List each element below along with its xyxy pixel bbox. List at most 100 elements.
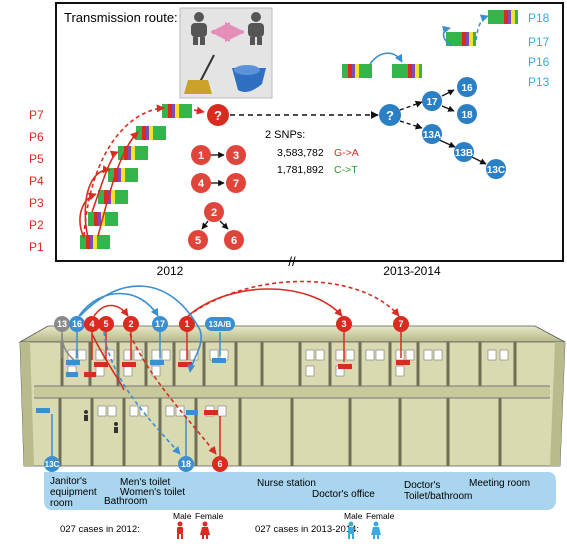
marker-13c: 13C: [44, 456, 60, 472]
svg-text:7: 7: [398, 319, 403, 329]
nodes-2012: 1 3 4 7 2 5 6: [188, 145, 246, 250]
room-label-strip: Janitor's equipment room Bathroom Men's …: [44, 472, 556, 510]
svg-text:18: 18: [181, 459, 191, 469]
mop-icon: [184, 54, 215, 94]
legend-male-2013: Male: [344, 511, 363, 521]
legend-female-2012: Female: [195, 511, 224, 521]
unknown-node-2012: ?: [207, 104, 229, 126]
floor-plan: 13 16 4 5 2 17 1 13A/B 3 7 13C 18 6: [18, 280, 566, 472]
svg-text:7: 7: [233, 178, 239, 190]
male-icon: [348, 521, 354, 539]
unknown-node-2013: ?: [379, 104, 401, 126]
svg-text:5: 5: [103, 319, 108, 329]
svg-text:6: 6: [217, 459, 222, 469]
period-label-2012: 2012: [157, 264, 184, 278]
marker-13: 13: [54, 316, 70, 332]
person-icon: [248, 12, 264, 45]
room-doctors-toilet-line2: Toilet/bathroom: [404, 491, 472, 502]
marker-6: 6: [212, 456, 228, 472]
svg-text:16: 16: [461, 83, 473, 94]
room-doctors-toilet-line1: Doctor's: [404, 480, 440, 491]
marker-18: 18: [178, 456, 194, 472]
patient-label-p6: P6: [29, 130, 44, 144]
legend-male-2012: Male: [173, 511, 192, 521]
person-icon: [191, 12, 207, 45]
period-label-2013: 2013-2014: [383, 264, 441, 278]
patient-label-p17: P17: [528, 35, 550, 49]
patient-label-p13: P13: [528, 75, 550, 89]
room-doctors-office: Doctor's office: [312, 489, 375, 500]
svg-text:13C: 13C: [487, 165, 505, 176]
patient-label-p3: P3: [29, 196, 44, 210]
room-bathroom: Bathroom: [104, 496, 147, 507]
patient-label-p18: P18: [528, 11, 550, 25]
room-walls-bottom: [58, 398, 502, 466]
snp-position-2: 1,781,892: [277, 164, 324, 176]
svg-text:5: 5: [195, 235, 201, 247]
svg-text:1: 1: [184, 319, 189, 329]
patient-label-p2: P2: [29, 218, 44, 232]
svg-text:3: 3: [233, 150, 239, 162]
snp-change-1: G->A: [334, 147, 359, 159]
marker-16: 16: [69, 316, 85, 332]
svg-text:17: 17: [426, 97, 438, 108]
room-meeting-room: Meeting room: [469, 478, 530, 489]
legend-female-2013: Female: [366, 511, 395, 521]
room-mens-toilet: Men's toilet: [120, 477, 170, 488]
svg-text:3: 3: [341, 319, 346, 329]
snp-heading: 2 SNPs:: [265, 129, 305, 141]
corridor: [34, 386, 550, 398]
room-janitor-line3: room: [50, 498, 73, 509]
svg-text:1: 1: [198, 150, 204, 162]
male-icon: [177, 521, 183, 539]
room-nurse-station: Nurse station: [257, 478, 316, 489]
room-janitor-line2: equipment: [50, 487, 97, 498]
svg-text:4: 4: [198, 178, 205, 190]
transmission-route-label: Transmission route:: [64, 10, 178, 25]
svg-text:13A: 13A: [423, 130, 441, 141]
toilet-icon: [232, 65, 266, 92]
transmission-arrows-2012: [79, 104, 205, 239]
marker-3: 3: [336, 316, 352, 332]
marker-7: 7: [393, 316, 409, 332]
marker-1: 1: [179, 316, 195, 332]
legend-cases-2013: 027 cases in 2013-2014:: [255, 524, 359, 535]
svg-text:16: 16: [72, 319, 82, 329]
transmission-illustration: [179, 7, 273, 99]
svg-text:2: 2: [211, 207, 217, 219]
marker-5: 5: [98, 316, 114, 332]
svg-text:13B: 13B: [455, 148, 473, 159]
svg-text:2: 2: [128, 319, 133, 329]
svg-text:18: 18: [461, 110, 473, 121]
break-mark: //: [288, 254, 296, 269]
female-icon: [371, 521, 381, 539]
svg-text:13C: 13C: [45, 460, 60, 469]
patient-label-p16: P16: [528, 55, 550, 69]
svg-text:6: 6: [231, 235, 237, 247]
patient-label-p4: P4: [29, 174, 44, 188]
transmission-arrows-2013: [369, 14, 489, 65]
svg-text:?: ?: [214, 108, 222, 123]
snp-position-1: 3,583,782: [277, 147, 324, 159]
legend: 027 cases in 2012: Male Female 027 cases…: [60, 511, 395, 539]
genome-bars-2013: [342, 10, 518, 78]
female-icon: [200, 521, 210, 539]
patient-beds-2013: [36, 358, 226, 415]
marker-pins: 13 16 4 5 2 17 1 13A/B 3 7 13C 18 6: [44, 316, 409, 472]
snp-change-2: C->T: [334, 164, 358, 176]
patient-label-p1: P1: [29, 240, 44, 254]
floor-transmission-arcs: [61, 280, 400, 455]
marker-4: 4: [84, 316, 100, 332]
room-janitor-line1: Janitor's: [50, 476, 87, 487]
svg-text:13A/B: 13A/B: [209, 320, 232, 329]
svg-text:?: ?: [386, 108, 394, 123]
patient-label-p7: P7: [29, 108, 44, 122]
top-panel: Transmission route: P7 P6 P5 P4 P3: [29, 2, 564, 262]
room-pictograms: [84, 410, 118, 433]
svg-text:17: 17: [155, 319, 165, 329]
patient-beds-2012: [84, 360, 410, 415]
patient-label-p5: P5: [29, 152, 44, 166]
svg-text:13: 13: [57, 319, 67, 329]
marker-13ab: 13A/B: [205, 317, 235, 331]
